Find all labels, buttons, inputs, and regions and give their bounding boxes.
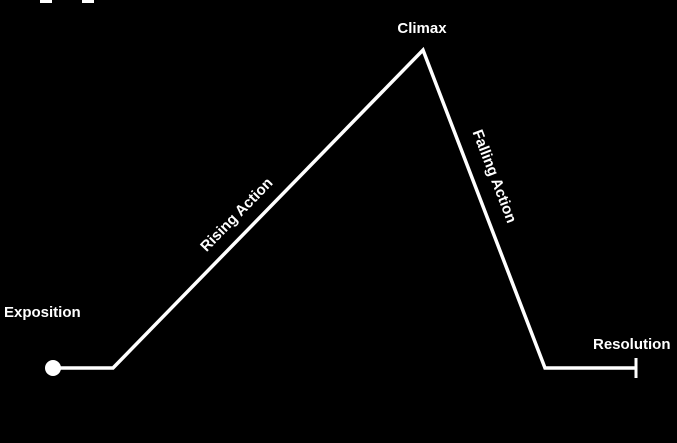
resolution-label: Resolution <box>593 336 671 353</box>
cropped-title-remnant <box>82 0 94 3</box>
cropped-title-remnant <box>40 0 52 3</box>
plot-line <box>53 46 636 370</box>
exposition-label: Exposition <box>4 304 81 321</box>
climax-label: Climax <box>397 20 447 37</box>
exposition-start-dot <box>45 360 61 376</box>
falling-action-label: Falling Action <box>469 127 520 225</box>
